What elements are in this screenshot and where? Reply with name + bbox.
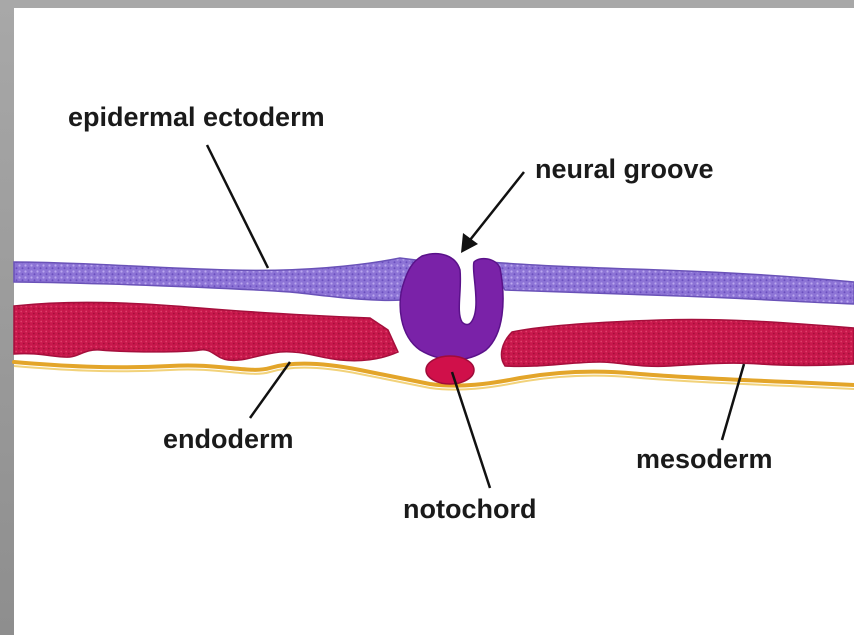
mesoderm-left: [14, 302, 398, 360]
label-epidermal-ectoderm: epidermal ectoderm: [68, 102, 325, 132]
label-neural-groove: neural groove: [535, 154, 714, 184]
pointer-line-neural-groove: [470, 172, 524, 240]
notochord-shape: [426, 356, 474, 384]
label-endoderm: endoderm: [163, 424, 294, 454]
arrowhead-neural-groove: [461, 233, 478, 253]
neural-plate: [400, 254, 503, 360]
pointer-line-epidermal-ectoderm: [207, 145, 268, 268]
ectoderm-right: [490, 262, 854, 304]
pointer-line-mesoderm: [722, 364, 744, 440]
label-notochord: notochord: [403, 494, 536, 524]
ectoderm-left: [14, 258, 416, 300]
label-mesoderm: mesoderm: [636, 444, 773, 474]
mesoderm-right: [501, 319, 854, 366]
